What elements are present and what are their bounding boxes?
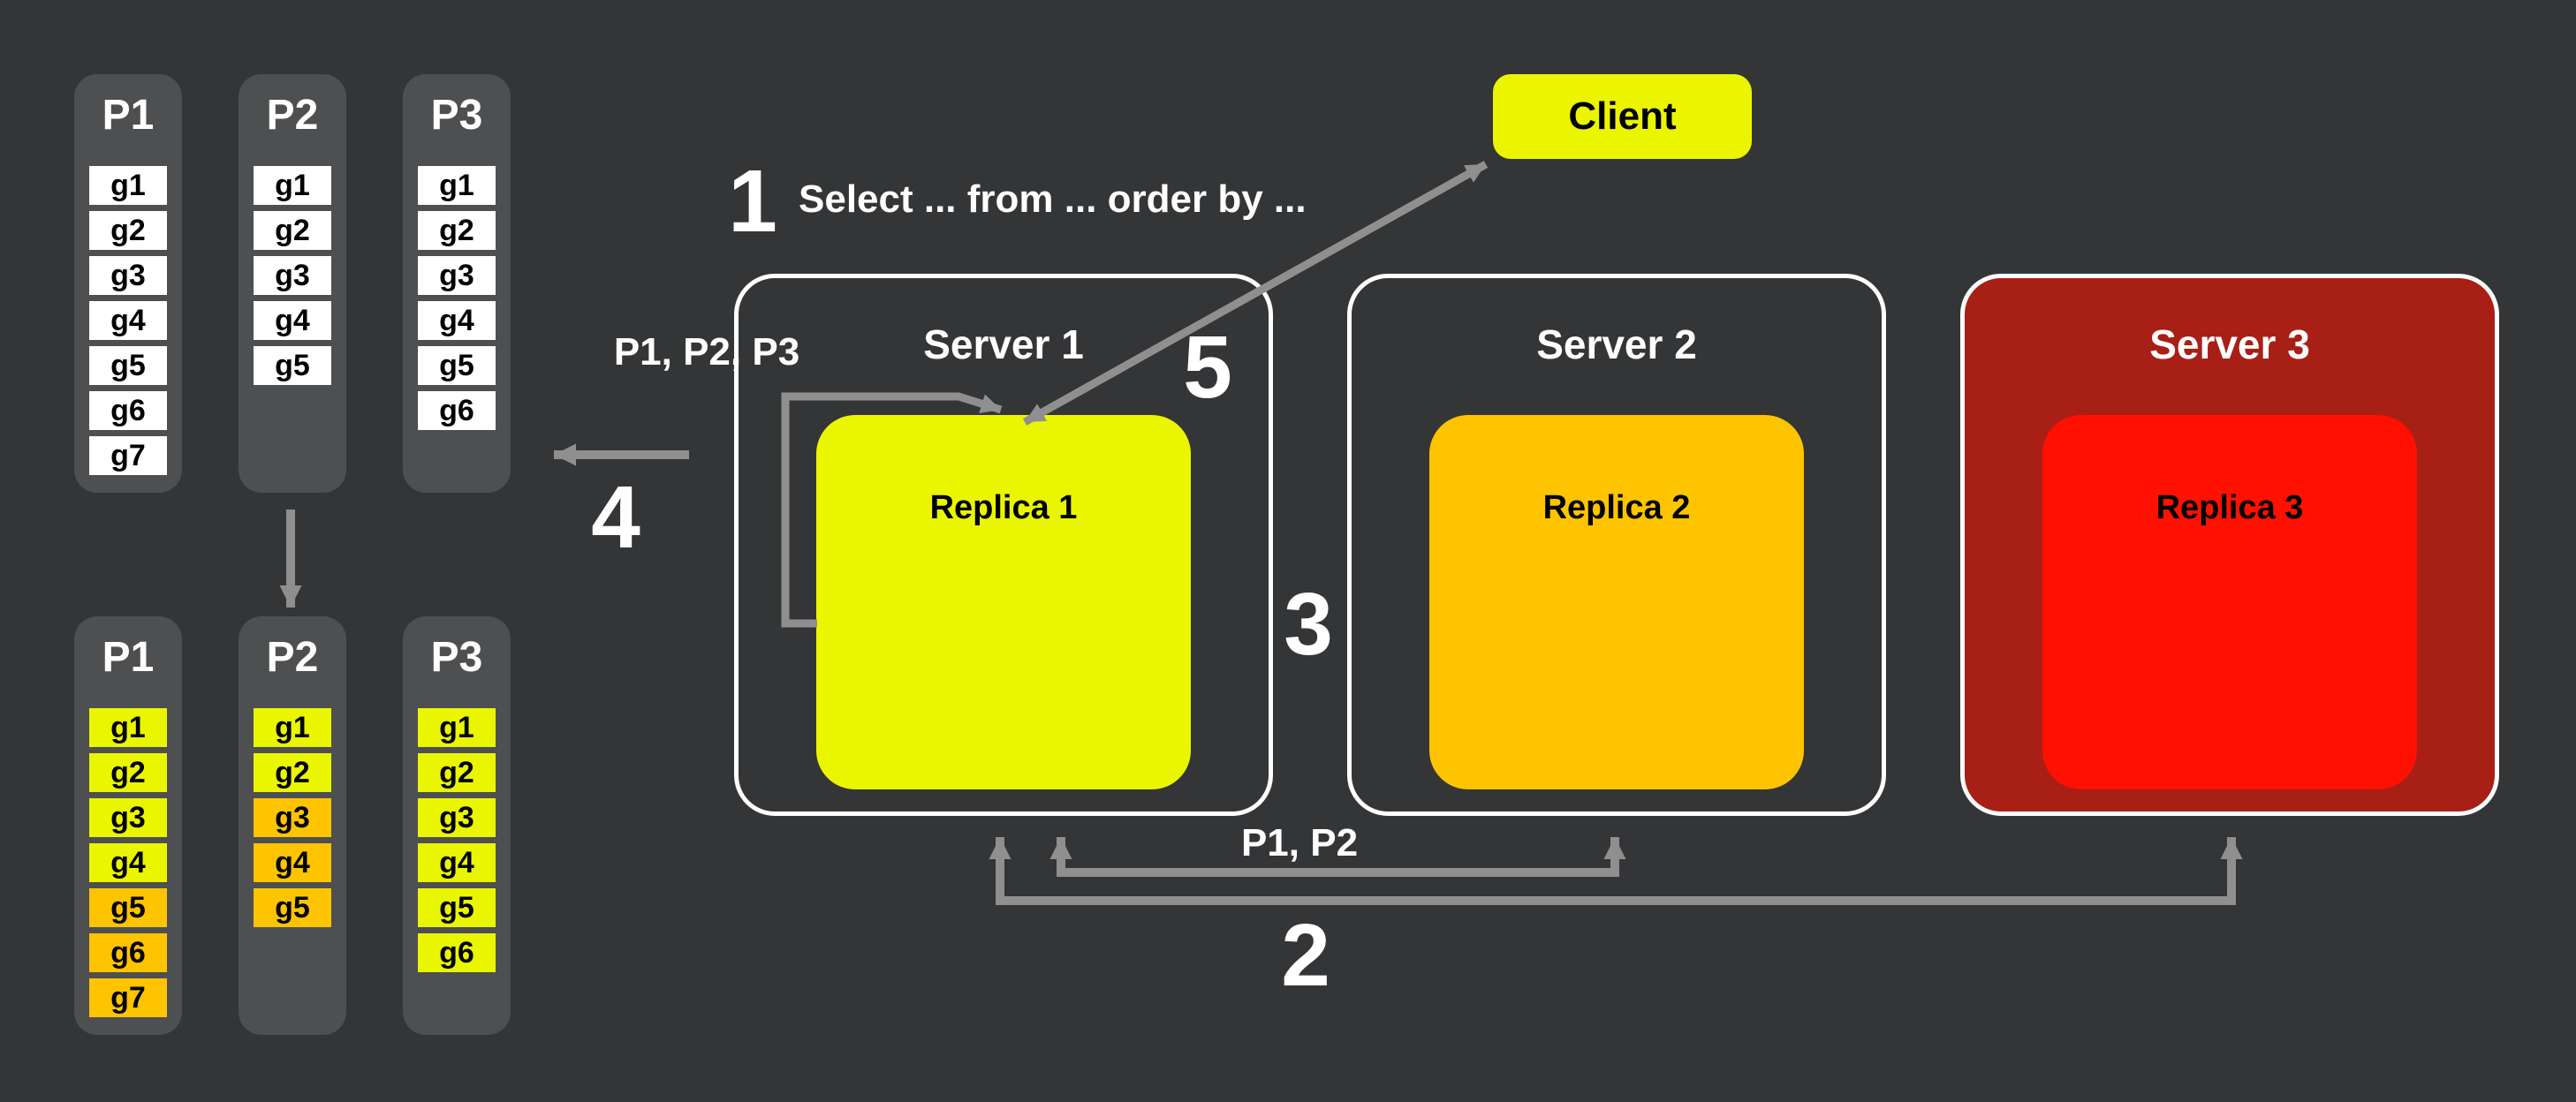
partition-item: g1 (254, 708, 331, 747)
partition-item: g2 (418, 753, 496, 792)
partition-item: g1 (89, 708, 167, 747)
partition-column-title: P1 (102, 92, 155, 139)
query-text-label: Select ... from ... order by ... (799, 177, 1307, 221)
partition-item: g4 (89, 301, 167, 340)
partition-item: g4 (418, 843, 496, 882)
partition-item: g3 (418, 256, 496, 295)
partition-item: g6 (418, 391, 496, 430)
client-box: Client (1493, 74, 1752, 159)
partition-column-title: P1 (102, 634, 155, 681)
step-1-number: 1 (728, 152, 777, 251)
partition-item-list: g1 g2 g3 g4 g5 (254, 166, 331, 385)
partition-item: g6 (418, 933, 496, 972)
partition-item: g1 (254, 166, 331, 205)
partition-item: g5 (254, 346, 331, 385)
step-3-number: 3 (1284, 575, 1333, 674)
partition-group-unsorted: P1 g1 g2 g3 g4 g5 g6 g7 P2 g1 g2 g3 g4 g5 P3 g1 g2 g3 g4 g5… (74, 74, 511, 493)
replication-arrow-server3 (989, 837, 2243, 905)
partition-column-title: P3 (430, 634, 483, 681)
partition-item: g3 (89, 798, 167, 837)
replica-2-box: Replica 2 (1429, 415, 1804, 789)
partition-item: g2 (254, 753, 331, 792)
partition-item: g2 (89, 753, 167, 792)
replica-3-label: Replica 3 (2156, 489, 2304, 526)
partition-item-list: g1 g2 g3 g4 g5 g6 (418, 708, 496, 972)
partition-item: g3 (254, 256, 331, 295)
partition-item: g1 (418, 166, 496, 205)
replica-2-label: Replica 2 (1542, 489, 1691, 526)
partition-column-p1: P1 g1 g2 g3 g4 g5 g6 g7 (74, 74, 182, 493)
partition-item: g7 (89, 978, 167, 1017)
partition-column-title: P2 (266, 634, 319, 681)
step-5-number: 5 (1183, 318, 1232, 417)
partition-item: g4 (254, 843, 331, 882)
replica-3-box: Replica 3 (2042, 415, 2417, 789)
step-4-number: 4 (591, 468, 640, 567)
partition-item: g3 (418, 798, 496, 837)
partition-item-list: g1 g2 g3 g4 g5 g6 (418, 166, 496, 430)
client-label: Client (1568, 94, 1677, 138)
server-2-title: Server 2 (1536, 321, 1697, 367)
partition-column-p1: P1 g1 g2 g3 g4 g5 g6 g7 (74, 616, 182, 1035)
partition-item: g6 (89, 391, 167, 430)
partition-item: g2 (254, 211, 331, 250)
server1-partitions-label: P1, P2, P3 (613, 330, 800, 374)
partition-item: g5 (89, 346, 167, 385)
partition-item: g7 (89, 436, 167, 475)
partition-item: g2 (418, 211, 496, 250)
partition-item-list: g1 g2 g3 g4 g5 g6 g7 (89, 708, 167, 1017)
partition-item: g3 (89, 256, 167, 295)
partition-item: g2 (89, 211, 167, 250)
partition-item: g4 (89, 843, 167, 882)
partition-group-sorted: P1 g1 g2 g3 g4 g5 g6 g7 P2 g1 g2 g3 g4 g5 P3 g1 g2 g3 g4 g5… (74, 616, 511, 1035)
partition-item: g5 (89, 888, 167, 927)
partition-column-p3: P3 g1 g2 g3 g4 g5 g6 (403, 74, 511, 493)
partition-column-p2: P2 g1 g2 g3 g4 g5 (239, 616, 346, 1035)
replica-1-box: Replica 1 (816, 415, 1191, 789)
partition-item: g4 (418, 301, 496, 340)
partition-item-list: g1 g2 g3 g4 g5 g6 g7 (89, 166, 167, 475)
step-2-number: 2 (1281, 906, 1330, 1005)
partition-item: g5 (418, 346, 496, 385)
server-3-title: Server 3 (2149, 321, 2310, 367)
replicated-partitions-label: P1, P2 (1240, 821, 1359, 864)
replica-1-label: Replica 1 (929, 489, 1078, 526)
partition-item: g3 (254, 798, 331, 837)
partition-item: g5 (418, 888, 496, 927)
partition-column-title: P2 (266, 92, 319, 139)
server-3-box: Server 3 Replica 3 (1960, 274, 2499, 816)
partition-column-p2: P2 g1 g2 g3 g4 g5 (239, 74, 346, 493)
partition-item: g4 (254, 301, 331, 340)
partition-item: g6 (89, 933, 167, 972)
partition-item: g1 (418, 708, 496, 747)
partition-item-list: g1 g2 g3 g4 g5 (254, 708, 331, 927)
partition-item: g5 (254, 888, 331, 927)
server-2-box: Server 2 Replica 2 (1347, 274, 1886, 816)
partition-column-title: P3 (430, 92, 483, 139)
partition-column-p3: P3 g1 g2 g3 g4 g5 g6 (403, 616, 511, 1035)
partition-item: g1 (89, 166, 167, 205)
